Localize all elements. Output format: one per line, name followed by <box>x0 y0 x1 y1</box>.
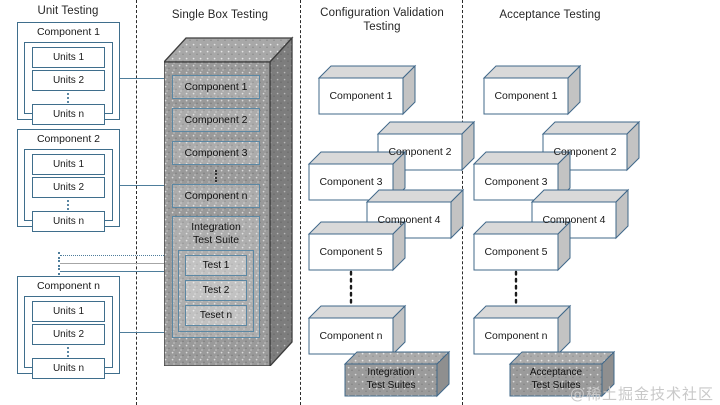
acceptance-boxes <box>472 64 641 398</box>
config-box-5 <box>307 220 407 272</box>
unit-component-1[interactable]: Component 1 Units 1 Units 2 Units n <box>17 22 120 125</box>
connector-component-n <box>120 332 170 334</box>
config-box-5-label: Component 5 <box>319 246 383 258</box>
unit-component-n-inner: Units 1 Units 2 Units n <box>24 296 113 379</box>
config-box-3 <box>307 150 407 202</box>
config-box-1 <box>317 64 417 116</box>
integration-test-suite-inner: Test 1 Test 2 Teset n <box>178 250 254 332</box>
acceptance-box-5-label: Component 5 <box>484 246 548 258</box>
single-box-3d[interactable]: Component 1 Component 2 Component 3 Comp… <box>164 36 294 366</box>
column-title-line-1: Configuration Validation <box>320 7 444 19</box>
single-box-slot-3[interactable]: Component 3 <box>172 141 260 165</box>
test-1[interactable]: Test 1 <box>185 255 247 276</box>
config-box-2 <box>376 120 476 172</box>
acceptance-box-1 <box>482 64 582 116</box>
column-title-line-2: Testing <box>363 21 401 33</box>
acceptance-box-n-label: Component n <box>484 330 548 342</box>
suite-feed-dots-2 <box>58 260 60 267</box>
acceptance-box-3 <box>472 150 572 202</box>
config-box-1-label: Component 1 <box>329 90 393 102</box>
unit-2-2[interactable]: Units 2 <box>32 177 105 198</box>
acceptance-test-suites-label-line-1: Acceptance <box>529 367 583 378</box>
single-box-slot-2[interactable]: Component 2 <box>172 108 260 132</box>
acceptance-test-suites-box <box>508 350 616 398</box>
unit-n-n[interactable]: Units n <box>32 358 105 379</box>
acceptance-box-4-label: Component 4 <box>542 214 606 226</box>
vertical-dots-icon-n <box>67 347 69 357</box>
config-test-suites-label-line-1: Integration <box>367 367 415 378</box>
acceptance-test-suites-label-line-2: Test Suites <box>531 380 581 391</box>
divider-1 <box>136 0 137 405</box>
connector-component-2 <box>120 185 170 187</box>
integration-test-suite[interactable]: Integration Test Suite Test 1 Test 2 Tes… <box>172 216 260 338</box>
suite-feed-line-1 <box>60 255 170 256</box>
unit-component-2[interactable]: Component 2 Units 1 Units 2 Units n <box>17 129 120 232</box>
test-2[interactable]: Test 2 <box>185 280 247 301</box>
vertical-dots-icon-1 <box>67 93 69 103</box>
integration-test-suite-title: Integration Test Suite <box>173 221 259 246</box>
unit-1-n[interactable]: Units n <box>32 104 105 125</box>
acceptance-test-suites-label: Acceptance Test Suites <box>510 366 602 392</box>
column-title-acceptance-testing: Acceptance Testing <box>499 9 601 21</box>
unit-1-1[interactable]: Units 1 <box>32 47 105 68</box>
single-box-3d-shell <box>164 36 294 366</box>
suite-feed-line-3 <box>60 271 170 273</box>
config-test-suites-box <box>343 350 451 398</box>
config-box-n-label: Component n <box>319 330 383 342</box>
unit-1-2[interactable]: Units 2 <box>32 70 105 91</box>
column-title-configuration-validation-testing: Configuration Validation Testing <box>306 6 458 34</box>
config-box-3-label: Component 3 <box>319 176 383 188</box>
config-validation-boxes <box>307 64 476 398</box>
unit-component-2-inner: Units 1 Units 2 Units n <box>24 149 113 232</box>
watermark: @稀土掘金技术社区 <box>569 385 714 403</box>
single-box-slot-n[interactable]: Component n <box>172 184 260 208</box>
config-test-suites-label: Integration Test Suites <box>345 366 437 392</box>
unit-component-2-label: Component 2 <box>36 133 101 145</box>
acceptance-box-2-label: Component 2 <box>553 146 617 158</box>
acceptance-box-5 <box>472 220 572 272</box>
unit-2-n[interactable]: Units n <box>32 211 105 232</box>
acceptance-box-1-label: Component 1 <box>494 90 558 102</box>
unit-component-1-label: Component 1 <box>36 26 101 38</box>
config-test-suites-label-line-2: Test Suites <box>366 380 416 391</box>
unit-n-1[interactable]: Units 1 <box>32 301 105 322</box>
acceptance-box-n <box>472 304 572 356</box>
vertical-dots-icon-2 <box>67 200 69 210</box>
connector-component-1 <box>120 78 170 80</box>
suite-feed-dots-3 <box>58 268 60 275</box>
divider-2 <box>300 0 301 405</box>
test-n[interactable]: Teset n <box>185 305 247 326</box>
unit-n-2[interactable]: Units 2 <box>32 324 105 345</box>
unit-component-1-inner: Units 1 Units 2 Units n <box>24 42 113 125</box>
unit-component-n[interactable]: Component n Units 1 Units 2 Units n <box>17 276 120 379</box>
unit-2-1[interactable]: Units 1 <box>32 154 105 175</box>
config-box-4-label: Component 4 <box>377 214 441 226</box>
single-box-slot-1[interactable]: Component 1 <box>172 75 260 99</box>
config-box-n <box>307 304 407 356</box>
vertical-dots-icon-single-box <box>215 170 217 182</box>
suite-feed-dots-1 <box>58 252 60 259</box>
column-title-unit-testing: Unit Testing <box>37 5 99 17</box>
suite-feed-line-2 <box>60 263 170 265</box>
config-box-2-label: Component 2 <box>388 146 452 158</box>
integration-test-suite-title-line-1: Integration <box>191 221 241 233</box>
acceptance-box-3-label: Component 3 <box>484 176 548 188</box>
column-title-single-box-testing: Single Box Testing <box>171 9 269 21</box>
integration-test-suite-title-line-2: Test Suite <box>192 233 240 246</box>
unit-component-n-label: Component n <box>36 280 101 292</box>
